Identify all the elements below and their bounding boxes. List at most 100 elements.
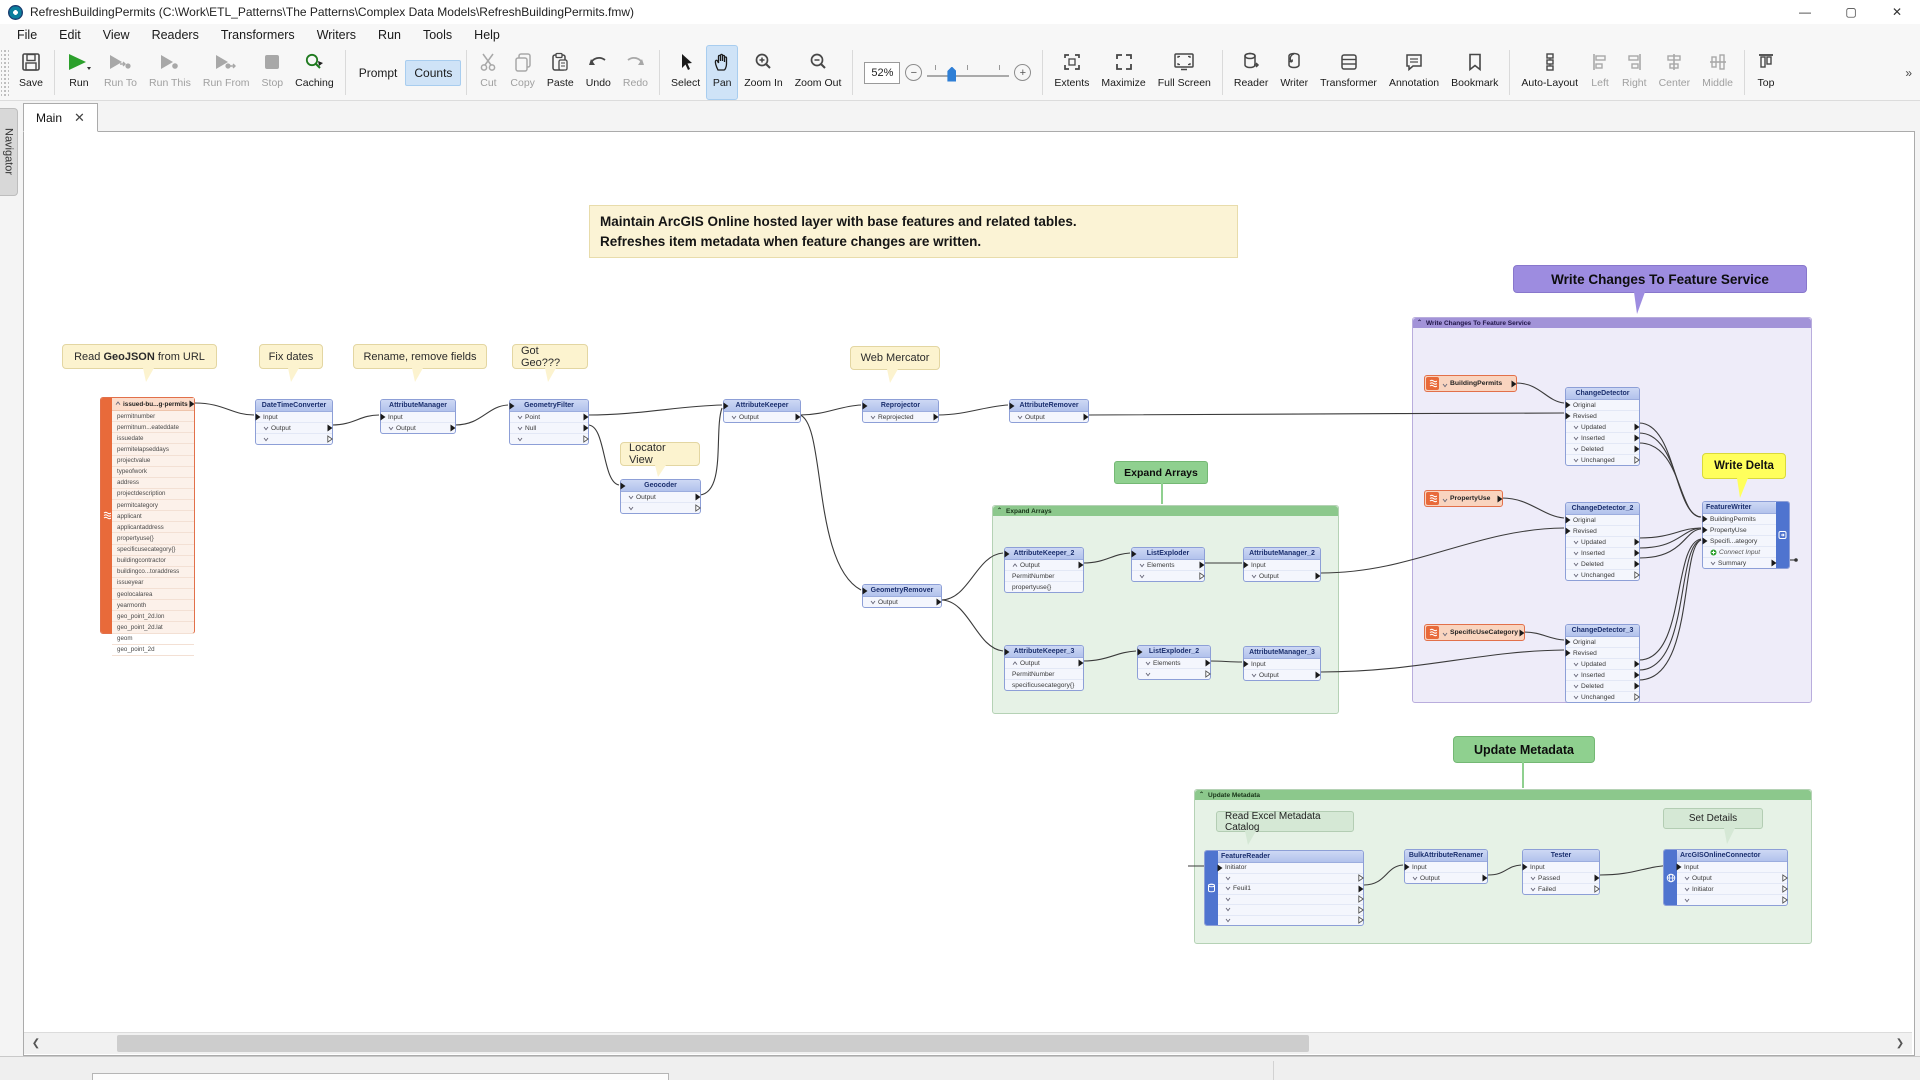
port-specifi-ategory[interactable]: Specifi...ategory [1703, 536, 1776, 547]
chevron-down-icon[interactable] [870, 600, 876, 605]
chevron-down-icon[interactable] [628, 495, 634, 500]
output-port-icon[interactable] [1482, 874, 1488, 882]
input-port-icon[interactable] [862, 587, 868, 595]
input-port-icon[interactable] [1004, 648, 1010, 656]
chevron-up-icon[interactable] [1012, 563, 1018, 568]
node-title[interactable]: ChangeDetector_2 [1566, 503, 1639, 515]
chevron-down-icon[interactable] [263, 437, 269, 442]
toolbar-save-button[interactable]: Save [13, 45, 49, 100]
output-port-icon[interactable] [1205, 659, 1211, 667]
scrollbar-thumb[interactable] [117, 1035, 1309, 1052]
output-port-icon[interactable] [1315, 572, 1321, 580]
transformer-featurereader[interactable]: FeatureReaderInitiatorFeuil1 [1204, 850, 1364, 926]
chevron-down-icon[interactable] [263, 426, 269, 431]
zoom-slider-thumb[interactable] [947, 67, 956, 82]
port-rejected[interactable] [1677, 895, 1787, 905]
connect-input-icon[interactable] [1710, 549, 1717, 556]
toolbar-annotation-button[interactable]: Annotation [1383, 45, 1445, 100]
menu-view[interactable]: View [92, 26, 141, 44]
toolbar-bookmark-button[interactable]: Bookmark [1445, 45, 1504, 100]
port-rejected[interactable] [1132, 571, 1204, 581]
output-port-icon[interactable] [1634, 538, 1640, 546]
port-updated[interactable]: Updated [1566, 422, 1639, 433]
node-title[interactable]: GeometryRemover [863, 585, 941, 597]
port-rejected[interactable] [1138, 669, 1210, 679]
node-title[interactable]: Tester [1523, 850, 1599, 862]
transformer-attributekeeper[interactable]: AttributeKeeperOutput [723, 399, 801, 423]
input-port-icon[interactable] [862, 402, 868, 410]
chevron-down-icon[interactable] [1684, 898, 1690, 903]
input-port-icon[interactable] [509, 402, 515, 410]
chevron-down-icon[interactable] [731, 415, 737, 420]
output-port-icon[interactable] [695, 493, 701, 501]
port-output[interactable]: Output [621, 492, 700, 503]
node-title[interactable]: GeometryFilter [510, 400, 588, 412]
port-input[interactable]: Input [1244, 659, 1320, 670]
port-buildingpermits[interactable]: BuildingPermits [1703, 514, 1776, 525]
output-port-icon[interactable] [1199, 561, 1205, 569]
feature-type-specificusecategory[interactable]: SpecificUseCategory [1424, 624, 1525, 641]
input-port-icon[interactable] [1243, 660, 1249, 668]
tab-main[interactable]: Main ✕ [23, 103, 98, 132]
port-unchanged[interactable]: Unchanged [1566, 455, 1639, 465]
chevron-down-icon[interactable] [1573, 573, 1579, 578]
chevron-down-icon[interactable] [517, 415, 523, 420]
toolbar-reader-button[interactable]: Reader [1228, 45, 1274, 100]
port-output[interactable]: Output [1005, 658, 1083, 669]
output-port-icon[interactable] [583, 413, 589, 421]
chevron-up-icon[interactable] [1012, 661, 1018, 666]
annotation-note-read-geojson[interactable]: Read GeoJSON from URL [62, 344, 217, 369]
port-generic[interactable] [1218, 895, 1363, 906]
chevron-down-icon[interactable] [1710, 561, 1716, 566]
node-title[interactable]: Geocoder [621, 480, 700, 492]
chevron-down-icon[interactable] [1530, 887, 1536, 892]
toolbar-zoom-in-button[interactable]: Zoom In [738, 45, 789, 100]
port-revised[interactable]: Revised [1566, 411, 1639, 422]
port-connect-input[interactable]: Connect Input [1703, 547, 1776, 558]
port-passed[interactable]: Passed [1523, 873, 1599, 884]
toolbar-paste-button[interactable]: Paste [541, 45, 580, 100]
output-port-icon[interactable] [583, 435, 589, 443]
output-port-icon[interactable] [327, 435, 333, 443]
port-unchanged[interactable]: Unchanged [1566, 692, 1639, 702]
chevron-down-icon[interactable] [1225, 918, 1231, 923]
output-port-icon[interactable] [1634, 423, 1640, 431]
toolbar-run-button[interactable]: Run [60, 45, 98, 100]
output-port-icon[interactable] [1771, 559, 1777, 567]
menu-file[interactable]: File [6, 26, 48, 44]
port-rejected[interactable] [1218, 916, 1363, 926]
port-initiator[interactable] [1218, 905, 1363, 916]
chevron-down-icon[interactable] [1412, 876, 1418, 881]
port-updated[interactable]: Updated [1566, 537, 1639, 548]
port-unchanged[interactable]: Unchanged [1566, 570, 1639, 580]
bookmark-collapse-icon[interactable]: ⌃ [1199, 792, 1204, 798]
toolbar-transformer-button[interactable]: Transformer [1314, 45, 1383, 100]
feature-type-propertyuse[interactable]: PropertyUse [1424, 490, 1503, 507]
annotation-note-got-geo[interactable]: Got Geo??? [512, 344, 588, 369]
chevron-down-icon[interactable] [1530, 876, 1536, 881]
toolbar-undo-button[interactable]: Undo [580, 45, 617, 100]
port-point[interactable]: Point [510, 412, 588, 423]
input-port-icon[interactable] [1404, 863, 1410, 871]
node-title[interactable]: FeatureWriter [1703, 502, 1776, 514]
chevron-down-icon[interactable] [1573, 436, 1579, 441]
node-title[interactable]: Reprojector [863, 400, 938, 412]
output-port-icon[interactable] [1358, 885, 1364, 893]
transformer-tester[interactable]: TesterInputPassedFailed [1522, 849, 1600, 895]
menu-edit[interactable]: Edit [48, 26, 92, 44]
scroll-left-arrow[interactable]: ❮ [26, 1033, 46, 1054]
port-null[interactable]: Null [510, 423, 588, 434]
menu-run[interactable]: Run [367, 26, 412, 44]
toolbar-overflow-chevron[interactable]: » [1897, 66, 1920, 80]
scroll-right-arrow[interactable]: ❯ [1890, 1033, 1910, 1054]
chevron-down-icon[interactable] [1573, 447, 1579, 452]
toolbar-writer-button[interactable]: Writer [1274, 45, 1314, 100]
node-title[interactable]: BulkAttributeRenamer [1405, 850, 1487, 862]
transformer-attributemanager[interactable]: AttributeManagerInputOutput [380, 399, 456, 434]
transformer-attributemanager_3[interactable]: AttributeManager_3InputOutput [1243, 646, 1321, 681]
node-title[interactable]: AttributeRemover [1010, 400, 1088, 412]
toolbar-maximize-button[interactable]: Maximize [1095, 45, 1151, 100]
transformer-attributekeeper_2[interactable]: AttributeKeeper_2OutputPermitNumberprope… [1004, 547, 1084, 593]
node-title[interactable]: ArcGISOnlineConnector [1677, 850, 1787, 862]
chevron-down-icon[interactable] [1145, 661, 1151, 666]
